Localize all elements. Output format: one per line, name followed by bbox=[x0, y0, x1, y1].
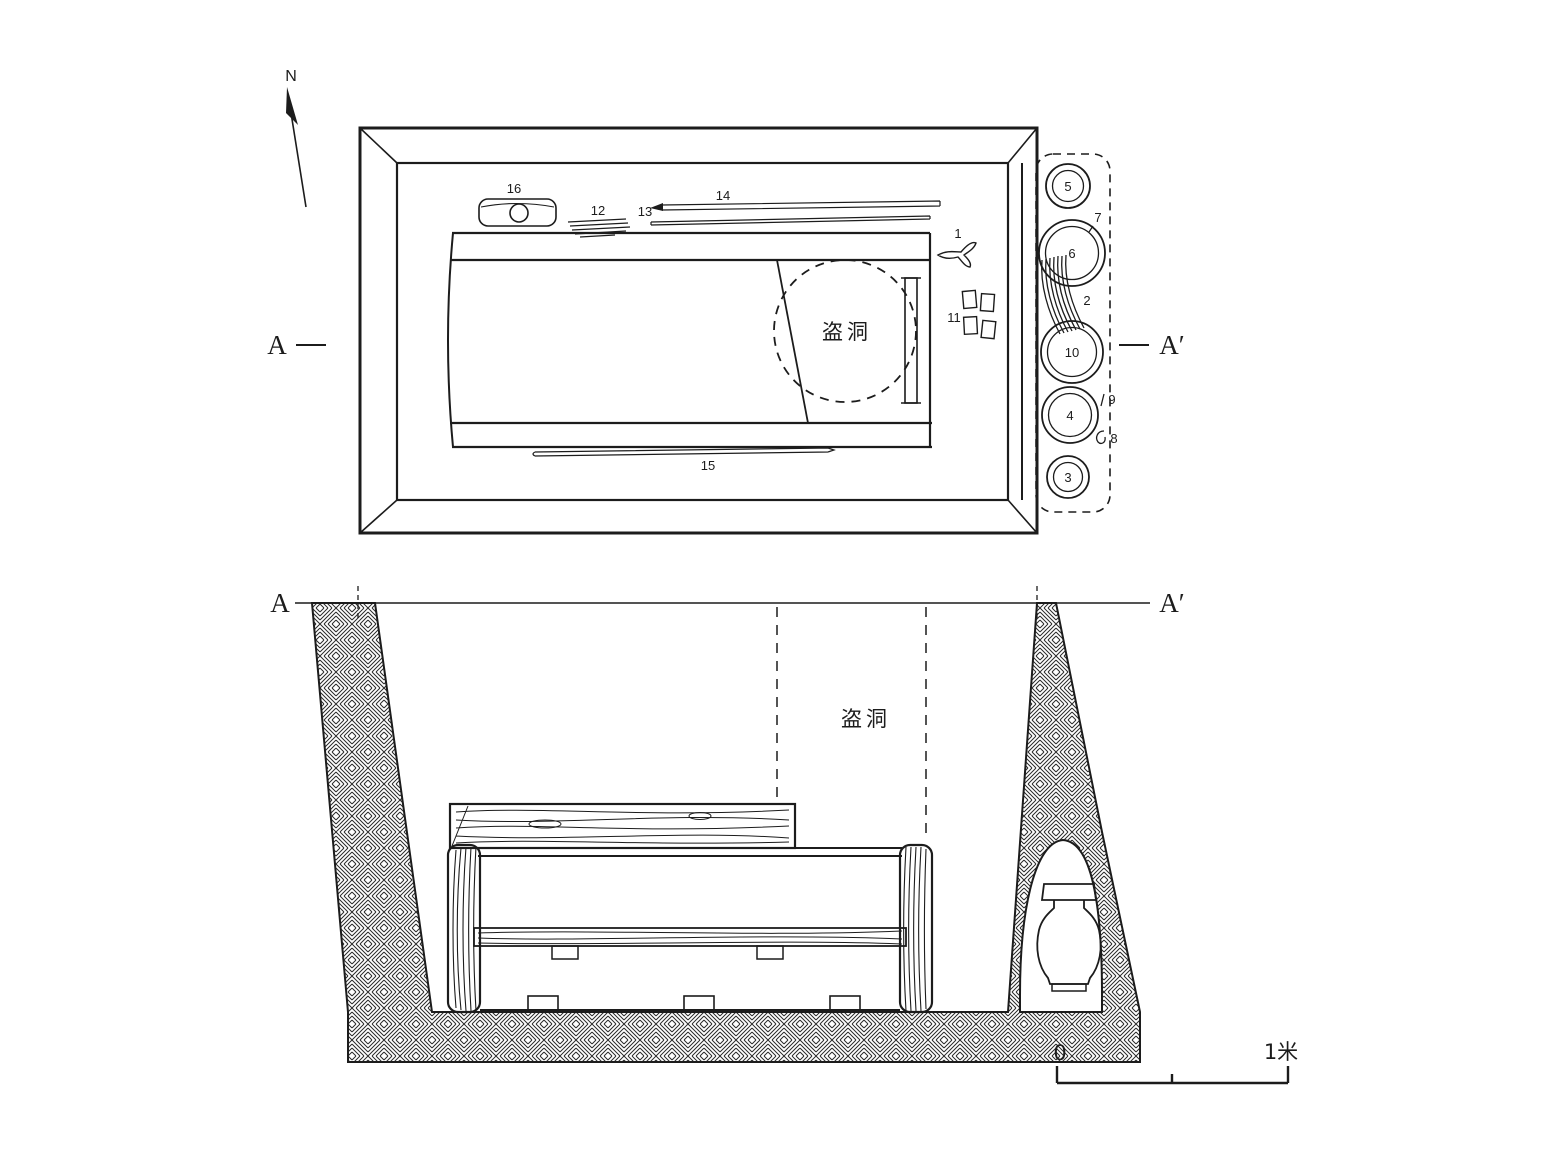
vessel-5: 5 bbox=[1045, 163, 1091, 209]
artifact-label-12: 12 bbox=[591, 203, 605, 218]
niche-pot bbox=[1036, 883, 1102, 992]
coffin-left-end bbox=[447, 232, 454, 448]
artifact-label-7: 7 bbox=[1094, 210, 1101, 225]
floor-cleat bbox=[756, 945, 784, 960]
north-arrow-head bbox=[286, 87, 298, 125]
artifact-14: 14 bbox=[650, 188, 941, 211]
coffin-foot bbox=[683, 995, 715, 1013]
artifact-label-15: 15 bbox=[701, 458, 715, 473]
artifact-8-mark bbox=[1096, 430, 1106, 444]
artifact-13: 13 bbox=[638, 204, 931, 226]
plank-wood-grain bbox=[451, 805, 790, 847]
coffin-floor-board bbox=[473, 927, 907, 947]
coffin-section bbox=[446, 802, 934, 1014]
artifact-label-1: 1 bbox=[954, 226, 961, 241]
scale-bar: 0 1米 bbox=[1053, 1040, 1298, 1085]
coffin-end-board-right bbox=[898, 843, 934, 1014]
section-cut-ticks bbox=[357, 586, 1038, 620]
coffin-break-line bbox=[776, 259, 809, 424]
vessel-label-3: 3 bbox=[1064, 470, 1071, 485]
plan-section-marker: A A′ bbox=[267, 330, 1184, 360]
artifact-label-11: 11 bbox=[947, 310, 961, 325]
section-view: A A′ 盗洞 bbox=[270, 586, 1185, 1063]
looter-hole-dashed-lines bbox=[776, 607, 927, 840]
artifact-label-14: 14 bbox=[716, 188, 730, 203]
artifact-label-16: 16 bbox=[507, 181, 521, 196]
looter-hole-plan: 盗洞 bbox=[773, 259, 917, 403]
vessel-label-4: 4 bbox=[1066, 408, 1073, 423]
artifact-16: 16 bbox=[478, 181, 557, 227]
niche-dashed-outline bbox=[1035, 153, 1111, 513]
coffin-plan bbox=[447, 231, 932, 449]
plan-section-label-right: A′ bbox=[1159, 330, 1184, 360]
section-marker: A A′ bbox=[270, 586, 1185, 620]
artifact-9-mark bbox=[1100, 393, 1105, 407]
wood-knot bbox=[528, 819, 562, 829]
vessel-label-10: 10 bbox=[1065, 345, 1079, 360]
pit-corner-bevels bbox=[359, 127, 1038, 534]
looter-hole-section: 盗洞 bbox=[776, 607, 927, 840]
north-arrow: N bbox=[285, 68, 307, 208]
section-label-left: A bbox=[270, 588, 290, 618]
coffin-cover-plank bbox=[448, 802, 797, 850]
artifact-label-9: 9 bbox=[1108, 392, 1115, 407]
plan-view: A A′ 盗洞 16 12 bbox=[267, 126, 1185, 535]
scale-bar-line bbox=[1055, 1066, 1290, 1085]
pit-section-walls bbox=[310, 602, 1141, 1063]
coffin-end-board-left bbox=[446, 843, 482, 1014]
looter-hole-circle bbox=[773, 259, 917, 403]
vessel-label-6: 6 bbox=[1068, 246, 1075, 261]
scale-zero-label: 0 bbox=[1053, 1041, 1066, 1065]
coffin-foot bbox=[527, 995, 559, 1013]
artifact-label-8: 8 bbox=[1110, 431, 1117, 446]
vessel-10: 10 bbox=[1040, 320, 1104, 384]
coffin-head-plank bbox=[901, 277, 921, 404]
looter-hole-label-plan: 盗洞 bbox=[822, 320, 872, 344]
section-label-right: A′ bbox=[1159, 588, 1184, 618]
plan-section-label-left: A bbox=[267, 330, 287, 360]
vessel-3: 3 bbox=[1046, 455, 1090, 499]
artifact-11: 11 bbox=[947, 289, 997, 340]
vessel-label-5: 5 bbox=[1064, 179, 1071, 194]
vessel-6: 6 bbox=[1038, 219, 1106, 287]
looter-hole-label-section: 盗洞 bbox=[841, 707, 891, 731]
coffin-body-lines bbox=[478, 847, 902, 1011]
scale-unit-label: 1米 bbox=[1264, 1040, 1298, 1064]
wood-knot bbox=[688, 812, 712, 820]
north-label: N bbox=[285, 68, 297, 85]
artifact-2-bundle: 2 bbox=[1041, 254, 1091, 335]
east-niche-plan: 5 7 6 2 10 4 9 bbox=[1035, 153, 1118, 513]
vessel-4: 4 bbox=[1041, 386, 1099, 444]
floor-cleat bbox=[551, 945, 579, 960]
artifact-1: 1 bbox=[936, 226, 977, 268]
artifact-label-13: 13 bbox=[638, 204, 652, 219]
artifact-12: 12 bbox=[567, 203, 631, 238]
artifact-15: 15 bbox=[532, 447, 836, 473]
artifact-label-2: 2 bbox=[1083, 293, 1090, 308]
tomb-pit-outline bbox=[358, 126, 1039, 535]
coffin-foot bbox=[829, 995, 861, 1013]
